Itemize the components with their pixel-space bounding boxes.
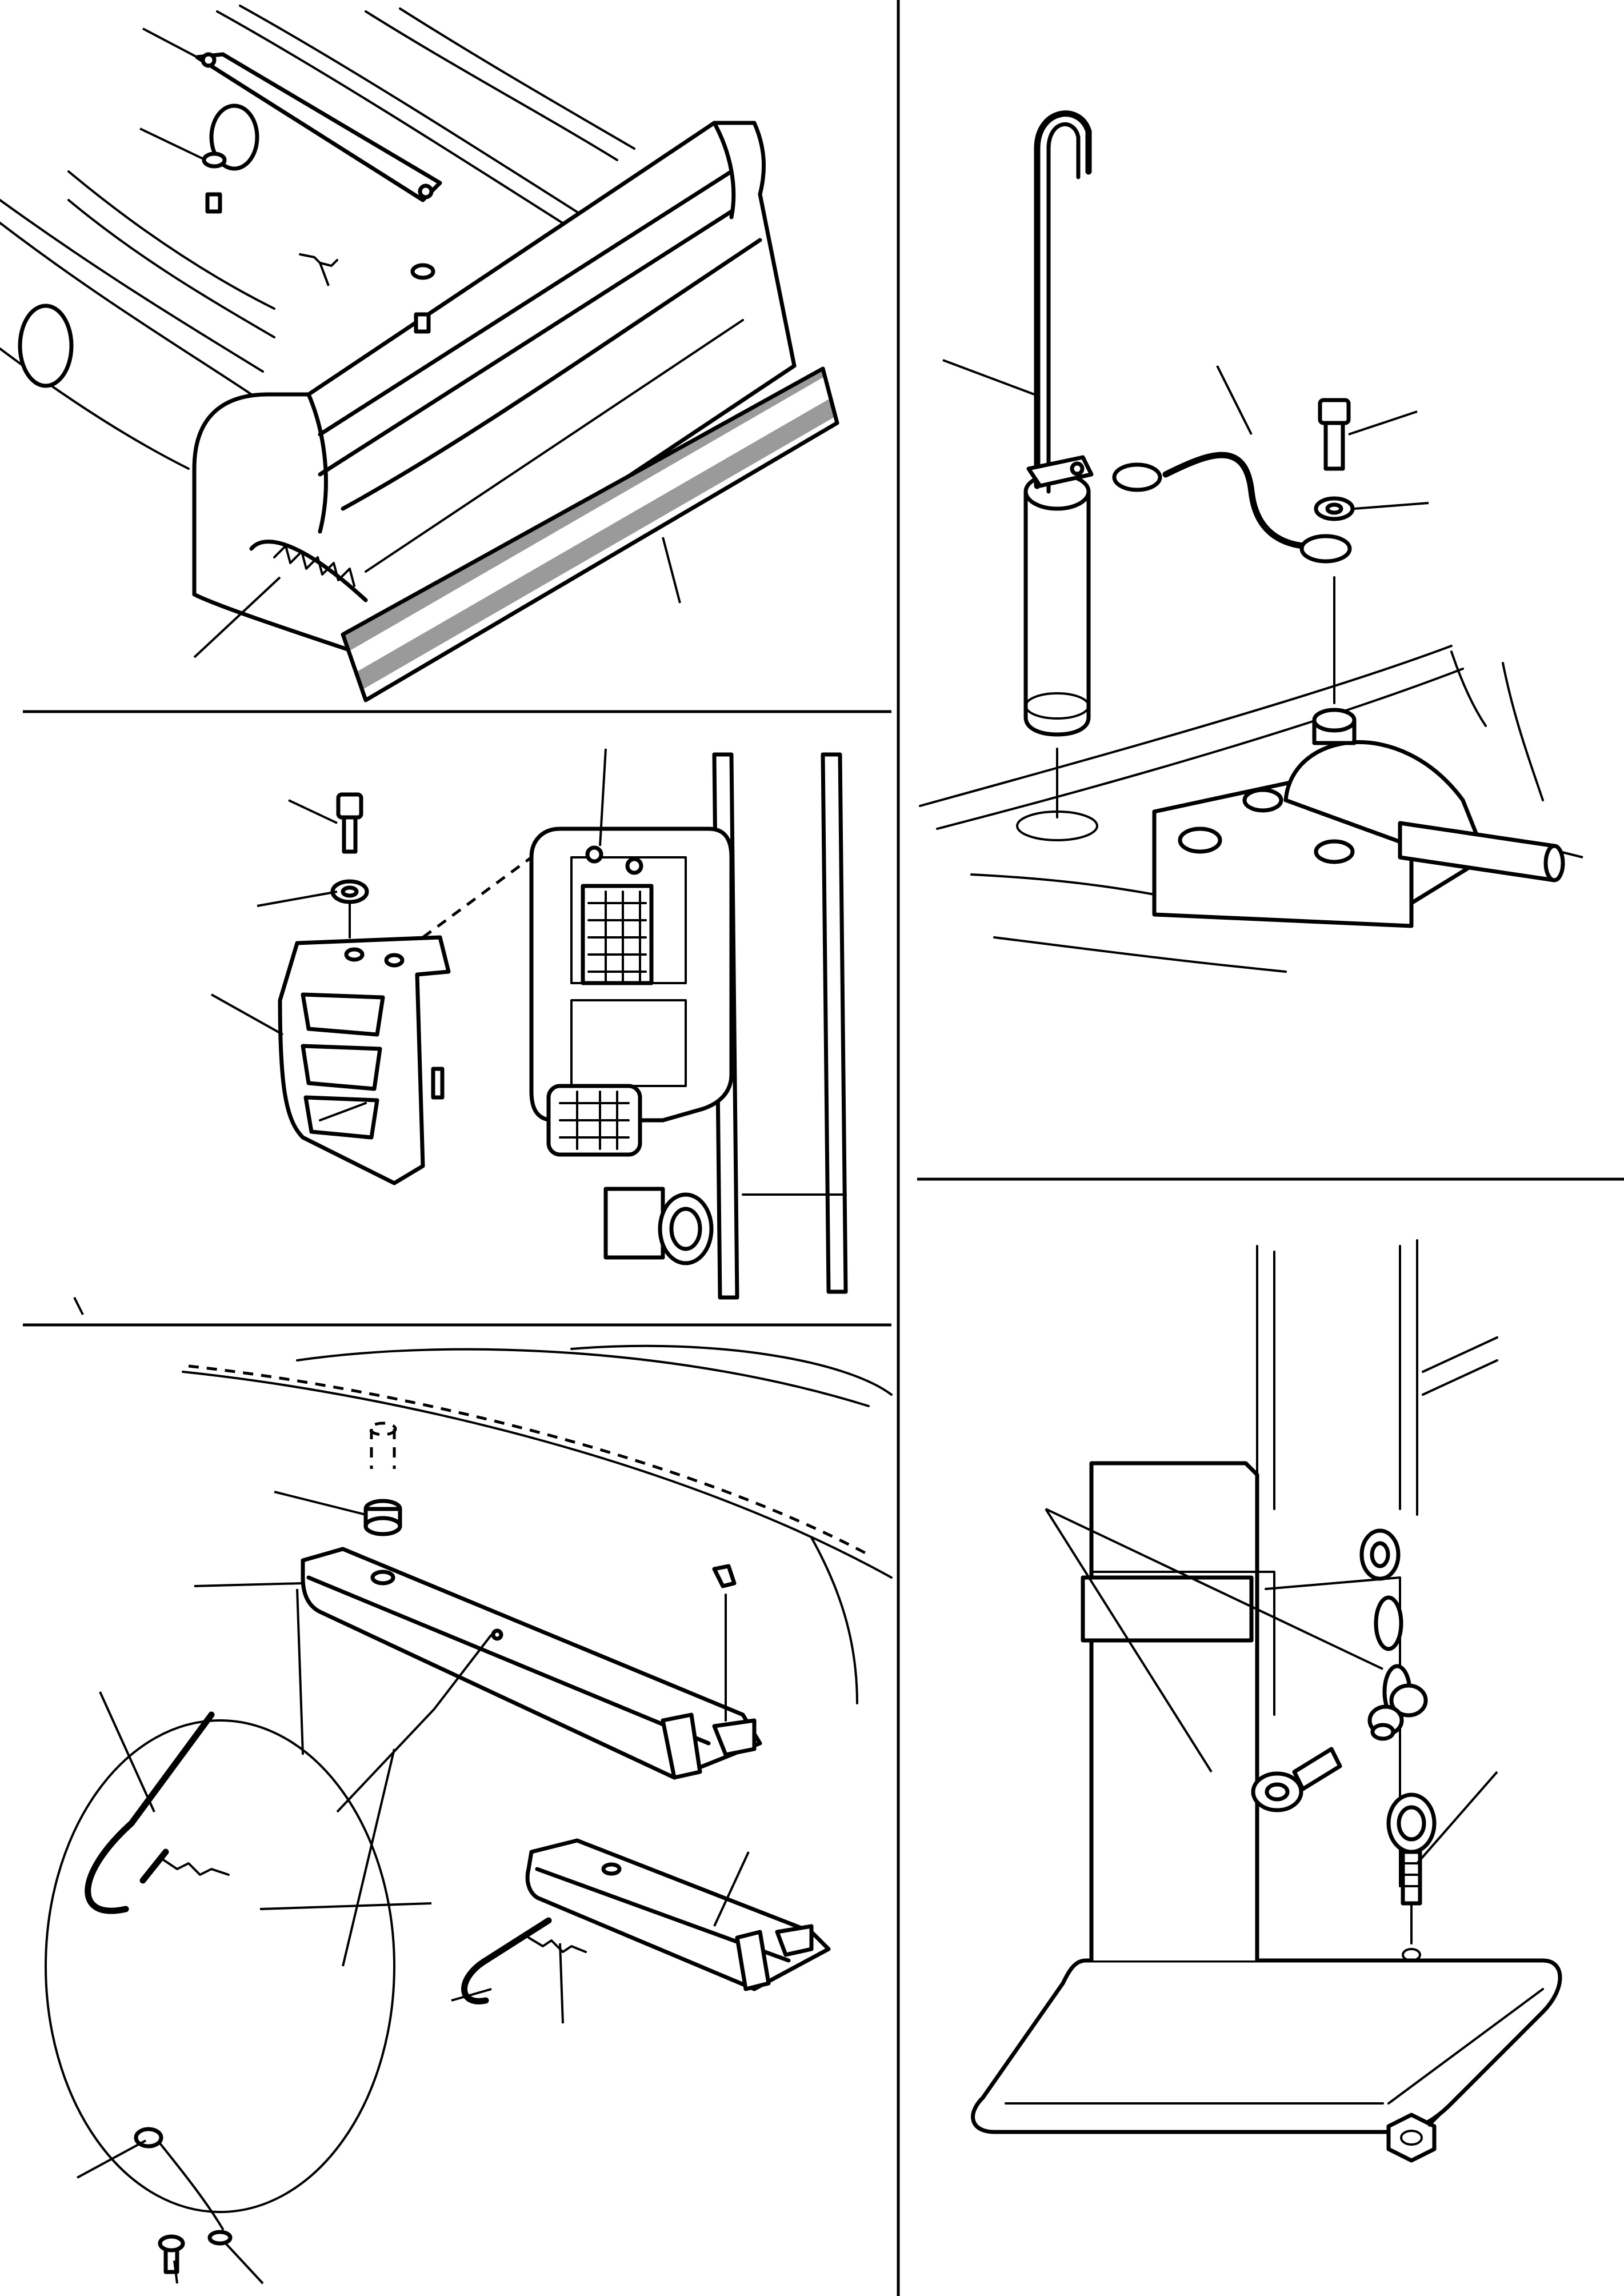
lock-bar-icon [45, 1344, 893, 2285]
lamp-guard-icon [73, 748, 848, 1315]
wear-strip [341, 366, 839, 702]
lock-pin-icon [919, 110, 1583, 973]
panel-dividers [23, 0, 1624, 2296]
bucket-icon [0, 5, 839, 702]
lifting-eye-icon [971, 1239, 1562, 2163]
